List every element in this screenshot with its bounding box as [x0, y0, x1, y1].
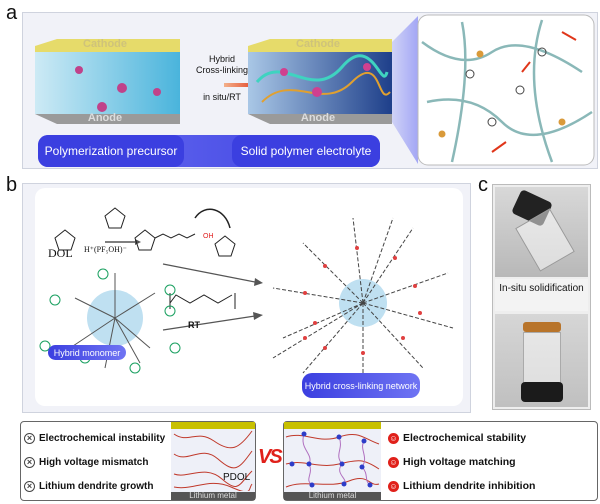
rt-label: RT — [188, 320, 200, 330]
left-issue-list: × Electrochemical instability × High volta… — [24, 426, 165, 498]
lithium-metal-right: Lithium metal — [284, 492, 381, 500]
cathode-label-right: Cathode — [296, 38, 340, 50]
anode-label-right: Anode — [300, 112, 336, 124]
battery-illustrations — [35, 14, 595, 166]
vial-solid-cap — [521, 382, 563, 402]
vial-solid-body — [523, 332, 561, 384]
hybrid-monomer-pill: Hybrid monomer — [48, 345, 126, 360]
right-benefit-list: ☺ Electrochemical stability ☺ High voltage… — [388, 426, 535, 498]
cathode-bar — [284, 422, 381, 429]
hybrid-diagram: Lithium metal — [284, 422, 381, 500]
network-pill: Hybrid cross-linking network — [302, 373, 420, 398]
anode-label-left: Anode — [87, 112, 123, 124]
x-circle-icon: × — [24, 480, 35, 492]
pdol-chains — [173, 430, 253, 491]
photo-caption: In-situ solidification — [495, 279, 588, 311]
x-circle-icon: × — [24, 432, 35, 444]
banner-left: Polymerization precursor — [38, 135, 184, 167]
list-item: ☺ Lithium dendrite inhibition — [388, 474, 535, 498]
svg-text:OH: OH — [203, 233, 214, 240]
reaction-svg: OH — [39, 207, 454, 383]
list-item: ☺ Electrochemical stability — [388, 426, 535, 450]
smiley-icon: ☺ — [388, 456, 399, 468]
arrow-label-bottom: in situ/RT — [203, 92, 241, 102]
cathode-bar — [171, 422, 255, 429]
panel-a-label: a — [6, 2, 18, 24]
lithium-metal-left: Lithium metal — [171, 492, 255, 500]
item-text: High voltage mismatch — [39, 456, 149, 468]
crosslinked-chains — [285, 431, 380, 488]
list-item: × High voltage mismatch — [24, 450, 165, 474]
item-text: High voltage matching — [403, 456, 516, 468]
arrow-label-top: Hybrid Cross-linking — [195, 54, 248, 75]
x-circle-icon: × — [24, 456, 35, 468]
dol-label: DOL — [48, 246, 73, 260]
smiley-icon: ☺ — [388, 480, 399, 492]
comparison-left: × Electrochemical instability × High volta… — [20, 421, 256, 501]
vs-label: VS — [258, 446, 283, 468]
photo-solid — [495, 314, 588, 407]
item-text: Lithium dendrite inhibition — [403, 480, 536, 492]
item-text: Lithium dendrite growth — [39, 480, 154, 492]
pdol-label: PDOL — [223, 472, 251, 483]
panel-c-label: c — [478, 174, 488, 196]
list-item: × Lithium dendrite growth — [24, 474, 165, 498]
initiator-label: H⁺(PF₅OH)⁻ — [84, 245, 127, 254]
list-item: × Electrochemical instability — [24, 426, 165, 450]
banner-right: Solid polymer electrolyte — [232, 135, 380, 167]
pdol-diagram: PDOL Lithium metal — [171, 422, 255, 500]
photo-liquid — [495, 187, 588, 277]
list-item: ☺ High voltage matching — [388, 450, 535, 474]
panel-b-label: b — [6, 174, 18, 196]
comparison-right: Lithium metal ☺ Electrochemical stability… — [283, 421, 598, 501]
item-text: Electrochemical instability — [39, 432, 166, 444]
cathode-label-left: Cathode — [83, 38, 127, 50]
item-text: Electrochemical stability — [403, 432, 527, 444]
smiley-icon: ☺ — [388, 432, 399, 444]
vial-solid-top — [523, 322, 561, 332]
